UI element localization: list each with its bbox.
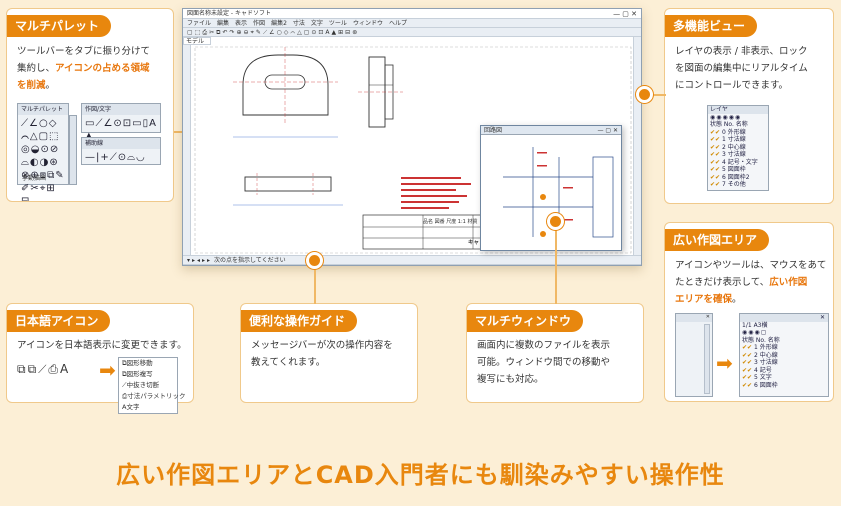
menu-item[interactable]: ヘルプ	[388, 20, 407, 27]
multi-view-marker	[636, 86, 653, 103]
drawing-area[interactable]	[193, 45, 633, 255]
toolbar-row[interactable]: ▢⬚⎙✂⧉↶↷⊕⊖⌖✎⟋∠○◇⌒△▢⊙⊡A▲⊞⊟⊛	[183, 28, 641, 37]
layer-toolbar[interactable]: ◉◉◉◉◉	[710, 113, 742, 121]
layer-window-title: レイヤ	[708, 106, 768, 114]
palette-icons[interactable]: ⟋∠○◇⌒△▢⬚◎◒⊙⊘⌓◐◑⊛⊗⊕⧈⧉✎✐✂⌖⊞⊟	[21, 118, 65, 202]
menu-item[interactable]: 編集2	[271, 20, 287, 27]
layer-window[interactable]: レイヤ ◉◉◉◉◉ 状態 No. 名称 ✔✔ 0 外形線 ✔✔ 1 寸法線 ✔✔…	[707, 105, 769, 191]
window-title: 図面名称未設定 - キャドソフト	[183, 9, 641, 19]
layer-row[interactable]: ✔✔ 3 寸法線	[710, 151, 746, 158]
tab-model[interactable]: モデル	[183, 37, 211, 45]
expanded-panel-header: 1/1 A3横	[742, 321, 768, 329]
multi-palette-desc: ツールバーをタブに振り分けて 集約し、アイコンの占める領域 を削減。	[17, 46, 151, 91]
arrow-icon: ➡	[716, 351, 733, 375]
expanded-panel[interactable]: ✕ 1/1 A3横 ◉◉◉▢ 状態 No. 名称 ✔✔ 1 外形線 ✔✔ 2 中…	[739, 313, 829, 397]
menu-item[interactable]: 文字	[310, 20, 323, 27]
window-controls[interactable]: — ▢ ✕	[613, 10, 637, 18]
layer-row[interactable]: ✔✔ 4 記号	[742, 366, 772, 374]
operation-guide-panel: 便利な操作ガイド メッセージバーが次の操作内容を教えてくれます。	[240, 303, 418, 403]
sub-window-circuit[interactable]: 回路図 — ▢ ✕	[480, 125, 622, 251]
japanese-icon-list[interactable]: ⧉図形移動 ⧉図形複写 ⟋中抜き切断 ⎙寸法パラメトリック A文字	[118, 357, 186, 414]
multi-window-panel: マルチウィンドウ 画面内に複数のファイルを表示可能。ウィンドウ間での移動や複写に…	[466, 303, 644, 403]
multi-window-title: マルチウィンドウ	[467, 310, 584, 332]
multi-palette-panel: マルチパレット ツールバーをタブに振り分けて 集約し、アイコンの占める領域 を削…	[6, 8, 174, 202]
page-headline: 広い作図エリアとCAD入門者にも馴染みやすい操作性	[116, 461, 725, 489]
draw-text-toolbar[interactable]: 作図/文字 ▭⟋∠⊙⊡▭▯A▲	[81, 103, 161, 142]
collapsed-panel[interactable]: ✕	[675, 313, 713, 397]
icon-item-move[interactable]: ⧉図形移動	[122, 359, 153, 367]
icon-item-copy[interactable]: ⧉図形複写	[122, 370, 153, 378]
layer-row[interactable]: ✔✔ 2 中心線	[742, 351, 778, 359]
menu-bar[interactable]: ファイル編集表示作図編集2 寸法文字ツールウィンドウヘルプ	[183, 19, 641, 28]
menu-item[interactable]: ウィンドウ	[352, 20, 383, 27]
operation-guide-title: 便利な操作ガイド	[241, 310, 358, 332]
wide-area-panel: 広い作図エリア アイコンやツールは、マウスをあて たときだけ表示して、広い作図 …	[664, 222, 834, 402]
operation-guide-desc: メッセージバーが次の操作内容を教えてくれます。	[251, 340, 393, 368]
menu-item[interactable]: 作図	[253, 20, 266, 27]
menu-item[interactable]: ツール	[328, 20, 347, 27]
palette-tab-strip[interactable]	[69, 115, 77, 185]
icon-item-cut[interactable]: ⟋中抜き切断	[122, 381, 160, 389]
layer-row[interactable]: ✔✔ 5 図面枠	[710, 166, 746, 173]
icon-row[interactable]: ⧉⧉⟋⎙A	[17, 362, 71, 376]
layer-row[interactable]: ✔✔ 6 図面枠	[742, 381, 778, 389]
layer-row[interactable]: ✔✔ 1 寸法線	[710, 136, 746, 143]
right-scrollbar[interactable]	[633, 37, 641, 255]
layer-row[interactable]: ✔✔ 2 中心線	[710, 143, 746, 151]
menu-item[interactable]: 表示	[235, 20, 248, 27]
message-bar: ▾▸◂▸▸ 次の点を指示してください	[183, 255, 641, 265]
layer-row[interactable]: ✔✔ 5 文字	[742, 374, 772, 381]
wide-area-title: 広い作図エリア	[665, 229, 770, 251]
guide-line-toolbar[interactable]: 補助線 —|+⟋⊙⌓◡	[81, 137, 161, 165]
circuit-drawing[interactable]	[483, 137, 619, 249]
layer-row[interactable]: ✔✔ 6 図面枠2	[710, 173, 750, 181]
layer-row[interactable]: ✔✔ 1 外形線	[742, 344, 778, 351]
wide-area-desc: アイコンやツールは、マウスをあて たときだけ表示して、広い作図 エリアを確保。	[675, 260, 827, 305]
arrow-icon: ➡	[99, 358, 116, 382]
layer-row[interactable]: ✔✔ 0 外形線	[710, 128, 746, 136]
layer-row[interactable]: ✔✔ 7 その他	[710, 181, 746, 188]
sub-window-title: 回路図	[481, 126, 621, 135]
menu-item[interactable]: 寸法	[292, 20, 305, 27]
multi-view-desc: レイヤの表示 / 非表示、ロックを図面の編集中にリアルタイムにコントロールできま…	[675, 46, 808, 91]
layer-header: 状態 No. 名称	[710, 121, 748, 128]
sub-window-controls[interactable]: — ▢ ✕	[597, 127, 618, 134]
japanese-icons-desc: アイコンを日本語表示に変更できます。	[17, 340, 187, 351]
menu-item[interactable]: ファイル	[187, 20, 212, 27]
menu-item[interactable]: 編集	[217, 20, 230, 27]
multi-window-desc: 画面内に複数のファイルを表示可能。ウィンドウ間での移動や複写にも対応。	[477, 340, 611, 385]
expanded-toolbar[interactable]: ◉◉◉▢	[742, 329, 768, 336]
left-toolbar[interactable]	[183, 45, 191, 255]
multi-palette-title: マルチパレット	[7, 15, 112, 37]
icon-item-dim[interactable]: ⎙寸法パラメトリック	[122, 392, 186, 400]
layer-row[interactable]: ✔✔ 3 寸法線	[742, 359, 778, 366]
layer-header: 状態 No. 名称	[742, 336, 780, 344]
multi-view-title: 多機能ビュー	[665, 15, 758, 37]
japanese-icons-title: 日本語アイコン	[7, 310, 111, 332]
icon-item-text[interactable]: A文字	[122, 403, 140, 411]
operation-guide-marker	[306, 252, 323, 269]
title-block-text: 品名 図番 尺度 1:1 材質	[423, 219, 478, 225]
multi-window-marker	[547, 213, 564, 230]
layer-row[interactable]: ✔✔ 4 記号・文字	[710, 158, 758, 166]
palette-tab-label[interactable]: 手動描画	[22, 175, 47, 182]
multi-view-panel: 多機能ビュー レイヤの表示 / 非表示、ロックを図面の編集中にリアルタイムにコン…	[664, 8, 834, 204]
multi-palette-toolbar[interactable]: マルチパレット ⟋∠○◇⌒△▢⬚◎◒⊙⊘⌓◐◑⊛⊗⊕⧈⧉✎✐✂⌖⊞⊟ 手動描画	[17, 103, 69, 201]
